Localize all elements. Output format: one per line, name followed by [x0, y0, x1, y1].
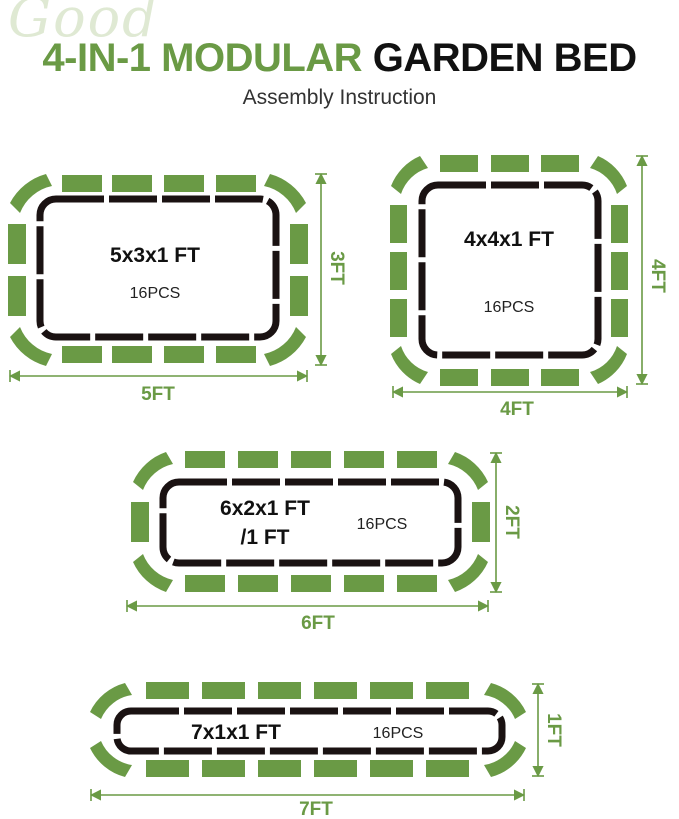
- panel: [112, 175, 152, 192]
- bed-7x1-green-panels: [90, 682, 526, 777]
- panel: [370, 760, 413, 777]
- bed-5x3-layout: 5x3x1 FT 16PCS 5FT 3FT: [8, 172, 347, 405]
- panel: [164, 346, 204, 363]
- panel: [258, 682, 301, 699]
- bed-6x2-size-label: 6x2x1 FT: [220, 497, 310, 520]
- panel: [611, 252, 628, 290]
- panel: [370, 682, 413, 699]
- title-green-part: 4-IN-1 MODULAR: [42, 36, 363, 80]
- panel: [491, 369, 529, 386]
- panel: [611, 299, 628, 337]
- corner-panel: [391, 346, 428, 384]
- page-subtitle: Assembly Instruction: [242, 86, 437, 109]
- bed-4x4-height-label: 4FT: [647, 259, 668, 293]
- bed-4x4-size-label: 4x4x1 FT: [464, 228, 554, 251]
- panel: [185, 451, 225, 468]
- corner-panel: [10, 327, 52, 366]
- bed-4x4-layout: 4x4x1 FT 16PCS 4FT 4FT: [390, 154, 668, 420]
- panel: [62, 175, 102, 192]
- panel: [541, 155, 579, 172]
- panel: [131, 502, 149, 542]
- corner-panel: [448, 452, 488, 490]
- bed-6x2-pieces-label: 16PCS: [357, 516, 408, 533]
- panel: [146, 760, 189, 777]
- corner-panel: [590, 346, 627, 384]
- bed-5x3-frame: [36, 195, 280, 341]
- panel: [314, 760, 357, 777]
- bed-6x2-width-label: 6FT: [301, 613, 335, 634]
- panel: [314, 682, 357, 699]
- bed-5x3-green-panels: [8, 174, 308, 366]
- bed-6x2-green-panels: [131, 451, 490, 592]
- bed-6x2-frame: [159, 478, 462, 567]
- panel: [238, 451, 278, 468]
- panel: [390, 205, 407, 243]
- panel: [62, 346, 102, 363]
- bed-4x4-green-panels: [390, 155, 628, 386]
- panel: [185, 575, 225, 592]
- panel: [8, 224, 26, 264]
- bed-7x1-frame: [113, 707, 506, 755]
- panel: [291, 575, 331, 592]
- corner-panel: [264, 174, 306, 213]
- panel: [291, 451, 331, 468]
- bed-4x4-pieces-label: 16PCS: [484, 299, 535, 316]
- corner-panel: [90, 683, 132, 719]
- panel: [491, 155, 529, 172]
- panel: [216, 175, 256, 192]
- panel: [202, 760, 245, 777]
- panel: [112, 346, 152, 363]
- corner-panel: [90, 741, 132, 777]
- panel: [164, 175, 204, 192]
- panel: [344, 575, 384, 592]
- corner-panel: [448, 554, 488, 592]
- page-title: 4-IN-1 MODULAR GARDEN BED: [0, 36, 679, 80]
- brand-watermark: Good: [8, 0, 159, 49]
- panel: [202, 682, 245, 699]
- panel: [472, 502, 490, 542]
- bed-4x4-frame: [418, 181, 602, 359]
- corner-panel: [10, 174, 52, 213]
- panel: [440, 369, 478, 386]
- panel: [611, 205, 628, 243]
- panel: [397, 575, 437, 592]
- bed-6x2-layout: 6x2x1 FT /1 FT 16PCS 6FT 2FT: [125, 451, 522, 634]
- bed-5x3-size-label: 5x3x1 FT: [110, 244, 200, 267]
- corner-panel: [264, 327, 306, 366]
- panel: [397, 451, 437, 468]
- panel: [440, 155, 478, 172]
- corner-panel: [133, 452, 173, 490]
- corner-panel: [133, 554, 173, 592]
- panel: [390, 252, 407, 290]
- bed-6x2-height-label: 2FT: [501, 505, 522, 539]
- panel: [344, 451, 384, 468]
- title-black-part: GARDEN BED: [372, 36, 637, 80]
- panel: [146, 682, 189, 699]
- panel: [290, 224, 308, 264]
- panel: [426, 760, 469, 777]
- bed-5x3-width-label: 5FT: [141, 384, 175, 405]
- corner-panel: [391, 156, 428, 194]
- bed-7x1-width-label: 7FT: [299, 799, 333, 819]
- panel: [216, 346, 256, 363]
- bed-5x3-pieces-label: 16PCS: [130, 285, 181, 302]
- bed-7x1-height-label: 1FT: [543, 713, 564, 747]
- bed-6x2-size-label-line2: /1 FT: [240, 526, 289, 549]
- corner-panel: [484, 741, 526, 777]
- panel: [426, 682, 469, 699]
- panel: [258, 760, 301, 777]
- corner-panel: [484, 683, 526, 719]
- panel: [390, 299, 407, 337]
- bed-7x1-pieces-label: 16PCS: [373, 725, 424, 742]
- bed-7x1-layout: 7x1x1 FT 16PCS 7FT 1FT: [89, 682, 564, 819]
- bed-4x4-width-label: 4FT: [500, 399, 534, 420]
- corner-panel: [590, 156, 627, 194]
- bed-7x1-size-label: 7x1x1 FT: [191, 721, 281, 744]
- panel: [290, 276, 308, 316]
- bed-5x3-height-label: 3FT: [326, 251, 347, 285]
- panel: [541, 369, 579, 386]
- panel: [238, 575, 278, 592]
- panel: [8, 276, 26, 316]
